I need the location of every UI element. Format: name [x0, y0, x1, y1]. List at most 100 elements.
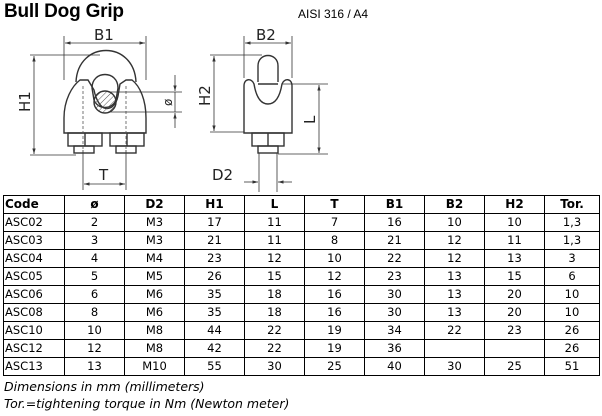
cell-code: ASC05 [3, 267, 65, 286]
side-ubolt [257, 54, 279, 82]
cell-torque: 6 [544, 267, 600, 286]
cell-l: 22 [244, 321, 305, 340]
cell-h2: 13 [484, 249, 545, 268]
front-view [63, 49, 147, 154]
cell-b1: 40 [364, 357, 425, 376]
cell-b1: 22 [364, 249, 425, 268]
cell-l: 22 [244, 339, 305, 358]
cell-t: 16 [304, 303, 365, 322]
note-torque: Tor.=tightening torque in Nm (Newton met… [4, 396, 290, 411]
cell-b2: 30 [424, 357, 485, 376]
cell-h1: 21 [184, 231, 245, 250]
technical-drawing: B1 H1 ø T B2 H2 L D2 [16, 26, 328, 192]
header-code: Code [3, 195, 65, 214]
label-d2: D2 [212, 166, 233, 184]
cell-d2: M5 [124, 267, 185, 286]
cell-b1: 21 [364, 231, 425, 250]
cell-code: ASC02 [3, 213, 65, 232]
cell-t: 10 [304, 249, 365, 268]
cell-torque: 10 [544, 303, 600, 322]
cell-diameter: 10 [64, 321, 125, 340]
cell-b2: 13 [424, 303, 485, 322]
cell-h2: 11 [484, 231, 545, 250]
cell-t: 19 [304, 321, 365, 340]
side-view [243, 54, 293, 154]
cell-torque: 26 [544, 339, 600, 358]
cell-b2: 12 [424, 231, 485, 250]
cell-code: ASC03 [3, 231, 65, 250]
cell-torque: 26 [544, 321, 600, 340]
cell-l: 18 [244, 285, 305, 304]
header-torque: Tor. [544, 195, 600, 214]
cell-code: ASC06 [3, 285, 65, 304]
cell-diameter: 3 [64, 231, 125, 250]
cell-h2 [484, 339, 545, 358]
cell-l: 12 [244, 249, 305, 268]
cell-torque: 1,3 [544, 231, 600, 250]
cell-h2: 20 [484, 303, 545, 322]
material-label: AISI 316 / A4 [298, 7, 369, 21]
cell-h1: 26 [184, 267, 245, 286]
cell-torque: 10 [544, 285, 600, 304]
cell-torque: 51 [544, 357, 600, 376]
cell-t: 8 [304, 231, 365, 250]
cell-b2: 22 [424, 321, 485, 340]
header-t: T [304, 195, 365, 214]
cell-diameter: 6 [64, 285, 125, 304]
cell-diameter: 13 [64, 357, 125, 376]
cell-t: 16 [304, 285, 365, 304]
header-l: L [244, 195, 305, 214]
cell-l: 18 [244, 303, 305, 322]
label-t: T [98, 166, 109, 184]
cell-b1: 34 [364, 321, 425, 340]
header-b2: B2 [424, 195, 485, 214]
table-header-row: Code ø D2 H1 L T B1 B2 H2 Tor. [3, 195, 600, 214]
cell-d2: M3 [124, 231, 185, 250]
cell-d2: M3 [124, 213, 185, 232]
cell-h2: 25 [484, 357, 545, 376]
cell-d2: M6 [124, 285, 185, 304]
header-b1: B1 [364, 195, 425, 214]
cell-code: ASC08 [3, 303, 65, 322]
cell-h1: 55 [184, 357, 245, 376]
cell-b2: 12 [424, 249, 485, 268]
cell-b1: 16 [364, 213, 425, 232]
label-b1: B1 [94, 26, 114, 44]
u-bolt-shape [75, 49, 137, 83]
header-h2: H2 [484, 195, 545, 214]
cell-code: ASC10 [3, 321, 65, 340]
side-body [243, 79, 293, 134]
cell-h2: 23 [484, 321, 545, 340]
cell-h2: 15 [484, 267, 545, 286]
cell-t: 25 [304, 357, 365, 376]
cell-h1: 17 [184, 213, 245, 232]
header-diameter: ø [64, 195, 125, 214]
notes: Dimensions in mm (millimeters) Tor.=tigh… [4, 378, 289, 412]
cell-d2: M10 [124, 357, 185, 376]
cell-l: 15 [244, 267, 305, 286]
cell-t: 12 [304, 267, 365, 286]
rope-section [93, 90, 117, 114]
note-dimensions: Dimensions in mm (millimeters) [4, 379, 205, 394]
cell-h2: 20 [484, 285, 545, 304]
cell-b2 [424, 339, 485, 358]
cell-code: ASC12 [3, 339, 65, 358]
cell-d2: M8 [124, 339, 185, 358]
label-h2: H2 [196, 85, 214, 106]
cell-h1: 35 [184, 285, 245, 304]
cell-h2: 10 [484, 213, 545, 232]
cell-t: 19 [304, 339, 365, 358]
cell-h1: 23 [184, 249, 245, 268]
label-b2: B2 [256, 26, 276, 44]
label-diameter: ø [161, 99, 175, 106]
cell-torque: 1,3 [544, 213, 600, 232]
cell-b1: 30 [364, 303, 425, 322]
cell-l: 11 [244, 231, 305, 250]
page-title: Bull Dog Grip [4, 1, 124, 22]
